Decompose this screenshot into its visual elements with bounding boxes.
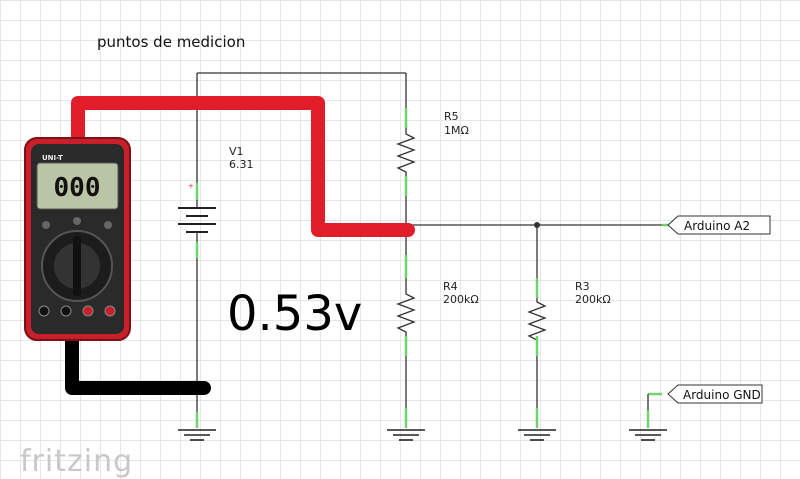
- r3-name: R3: [575, 280, 590, 293]
- arduino-gnd-port[interactable]: Arduino GND: [646, 384, 763, 428]
- battery-value: 6.31: [229, 158, 254, 171]
- black-probe-wire[interactable]: [65, 323, 211, 395]
- r4-name: R4: [443, 280, 458, 293]
- svg-text:+: +: [188, 182, 194, 190]
- red-probe-wire[interactable]: [71, 96, 415, 237]
- multimeter-lcd: [36, 162, 119, 210]
- ground-symbol: [178, 429, 216, 441]
- measurement-value: 0.53v: [227, 286, 362, 342]
- r5-name: R5: [444, 110, 459, 123]
- fritzing-logo: fritzing: [20, 444, 133, 479]
- multimeter-brand: UNI-T: [42, 154, 63, 162]
- resistor-r3[interactable]: [527, 225, 547, 428]
- r3-value: 200kΩ: [575, 293, 611, 306]
- title: puntos de medicion: [97, 33, 245, 51]
- ground-symbol: [629, 429, 667, 441]
- resistor-r4[interactable]: [396, 225, 416, 428]
- arduino-a2-port[interactable]: Arduino A2: [667, 215, 771, 235]
- r5-value: 1MΩ: [444, 124, 469, 137]
- multimeter[interactable]: UNI-T 000: [24, 137, 131, 341]
- svg-text:Arduino GND: Arduino GND: [683, 388, 761, 402]
- ground-symbol: [387, 429, 425, 441]
- ground-symbol: [518, 429, 556, 441]
- battery-name: V1: [229, 145, 244, 158]
- multimeter-display: 000: [54, 173, 101, 203]
- r4-value: 200kΩ: [443, 293, 479, 306]
- battery-v1[interactable]: +: [178, 73, 216, 428]
- resistor-r5[interactable]: [396, 73, 416, 225]
- svg-text:Arduino A2: Arduino A2: [684, 219, 750, 233]
